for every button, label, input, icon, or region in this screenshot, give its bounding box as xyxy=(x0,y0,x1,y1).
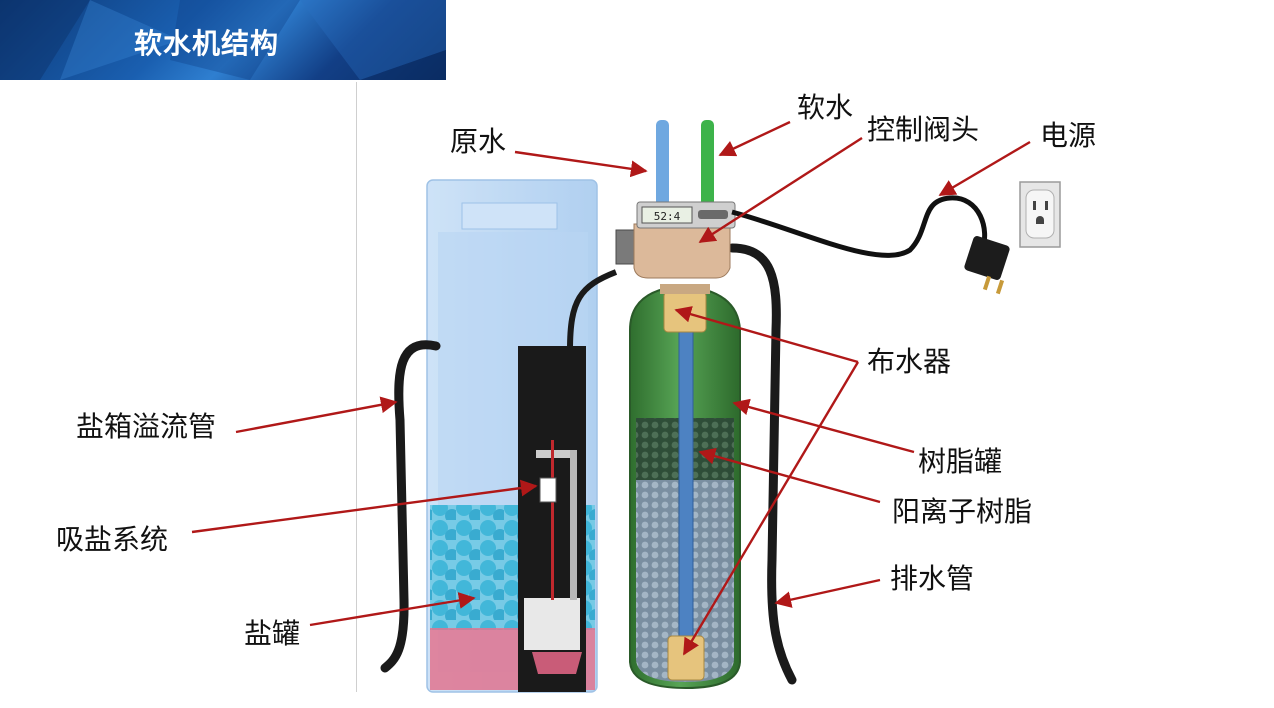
soft-water-pipe xyxy=(701,120,714,206)
leader-arrows xyxy=(191,120,1031,656)
brine-line xyxy=(567,269,618,351)
power-outlet-icon xyxy=(1019,181,1061,248)
divider-line xyxy=(356,82,357,692)
arrow-cation-resin xyxy=(698,447,881,504)
arrow-distributor-bottom xyxy=(682,361,860,656)
arrow-control-valve xyxy=(698,136,863,244)
arrow-distributor-top xyxy=(674,306,859,364)
arrow-resin-tank xyxy=(732,398,915,454)
drain-hose xyxy=(727,243,797,685)
resin-tank xyxy=(629,284,741,690)
brine-well xyxy=(518,346,586,692)
bottom-distributor xyxy=(667,635,705,681)
label-salt-tank: 盐罐 xyxy=(244,617,301,650)
arrow-drain-pipe xyxy=(774,578,881,608)
label-power: 电源 xyxy=(1040,119,1097,152)
arrow-power xyxy=(938,140,1031,197)
label-cation-resin: 阳离子树脂 xyxy=(892,495,1033,528)
banner-pattern xyxy=(0,0,446,80)
title-banner: 软水机结构 xyxy=(0,0,446,80)
label-overflow-pipe: 盐箱溢流管 xyxy=(76,410,217,443)
label-brine-system: 吸盐系统 xyxy=(56,523,169,556)
label-distributor: 布水器 xyxy=(867,345,952,378)
valve-display: 52:4 xyxy=(654,210,681,223)
arrow-soft-water xyxy=(718,120,791,157)
power-plug-icon xyxy=(964,236,1010,295)
slide-title: 软水机结构 xyxy=(134,27,280,60)
power-cord xyxy=(731,195,988,258)
overflow-hose xyxy=(380,340,441,673)
label-raw-water: 原水 xyxy=(450,125,507,158)
raw-water-pipe xyxy=(656,120,669,206)
label-soft-water: 软水 xyxy=(797,91,854,124)
arrow-salt-tank xyxy=(309,592,476,627)
label-control-valve: 控制阀头 xyxy=(867,113,980,146)
label-drain-pipe: 排水管 xyxy=(890,562,975,595)
arrow-raw-water xyxy=(514,150,648,178)
label-resin-tank: 树脂罐 xyxy=(918,445,1003,478)
control-valve: 52:4 xyxy=(615,201,736,294)
arrow-brine-system xyxy=(191,479,538,534)
arrow-overflow-pipe xyxy=(235,396,398,434)
